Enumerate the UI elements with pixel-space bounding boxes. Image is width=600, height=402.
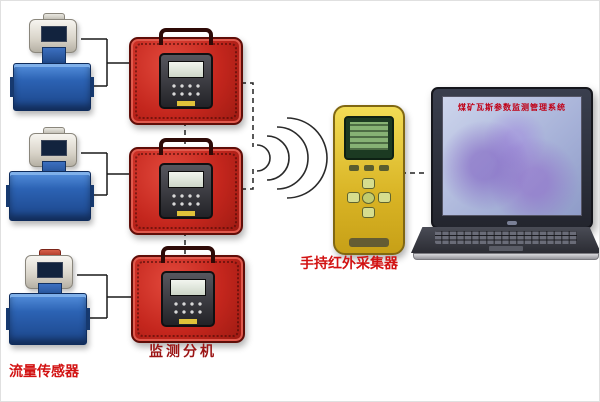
flow-tank-1-icon: [10, 63, 94, 111]
monitor-unit-3: [131, 246, 245, 343]
case-rivets: [135, 43, 237, 119]
handheld-keypad: [347, 178, 391, 218]
laptop-touchpad: [489, 246, 523, 251]
case-handle: [161, 246, 215, 263]
handheld-lcd: [344, 116, 394, 160]
laptop: 煤矿瓦斯参数监测管理系统: [411, 87, 599, 267]
panel-keypad: [170, 192, 202, 209]
panel-display: [168, 171, 204, 188]
panel-tag: [179, 319, 197, 324]
panel-tag: [177, 101, 195, 106]
key-right: [378, 192, 391, 203]
laptop-display: 煤矿瓦斯参数监测管理系统: [442, 96, 582, 216]
key-down: [362, 207, 375, 218]
case-handle: [159, 28, 213, 45]
flow-tank-3-icon: [6, 293, 90, 345]
key-ok: [362, 192, 375, 204]
label-monitor-unit: 监测分机: [149, 343, 217, 359]
flow-transmitter-2-icon: [25, 127, 81, 179]
case-handle: [159, 138, 213, 155]
key-up: [362, 178, 375, 189]
laptop-keyboard-deck: [411, 227, 599, 253]
case-rivets: [135, 153, 237, 229]
case-control-panel: [161, 271, 215, 327]
sensor-link-lines: [77, 38, 131, 319]
panel-keypad: [170, 82, 202, 99]
laptop-screen-title: 煤矿瓦斯参数监测管理系统: [458, 103, 566, 112]
transmitter-display: [41, 140, 67, 156]
panel-tag: [177, 211, 195, 216]
case-rivets: [137, 261, 239, 337]
label-flow-sensor: 流量传感器: [9, 363, 79, 379]
handheld-lcd-content: [350, 122, 388, 150]
function-key: [379, 165, 389, 171]
case-control-panel: [159, 53, 213, 109]
transmitter-display: [37, 262, 63, 278]
function-key: [349, 165, 359, 171]
handheld-function-keys: [335, 165, 403, 171]
laptop-keyboard: [435, 231, 577, 244]
laptop-screen: 煤矿瓦斯参数监测管理系统: [431, 87, 593, 229]
key-left: [347, 192, 360, 203]
monitor-unit-2: [129, 138, 243, 235]
handheld-bottom-trim: [349, 238, 389, 247]
flow-tank-2-icon: [6, 171, 94, 221]
laptop-bezel-logo: [507, 221, 517, 225]
wireless-arcs: [256, 117, 328, 199]
monitor-unit-1: [129, 28, 243, 125]
panel-display: [170, 279, 206, 296]
handheld-device: [333, 105, 405, 255]
case-control-panel: [159, 163, 213, 219]
flow-transmitter-1-icon: [25, 13, 81, 65]
panel-display: [168, 61, 204, 78]
laptop-front-edge: [413, 253, 599, 260]
panel-keypad: [172, 300, 204, 317]
function-key: [364, 165, 374, 171]
label-handheld-collector: 手持红外采集器: [300, 255, 398, 271]
case-chain-dashes: [184, 82, 254, 255]
transmitter-display: [41, 26, 67, 42]
flow-transmitter-3-icon: [21, 249, 77, 301]
